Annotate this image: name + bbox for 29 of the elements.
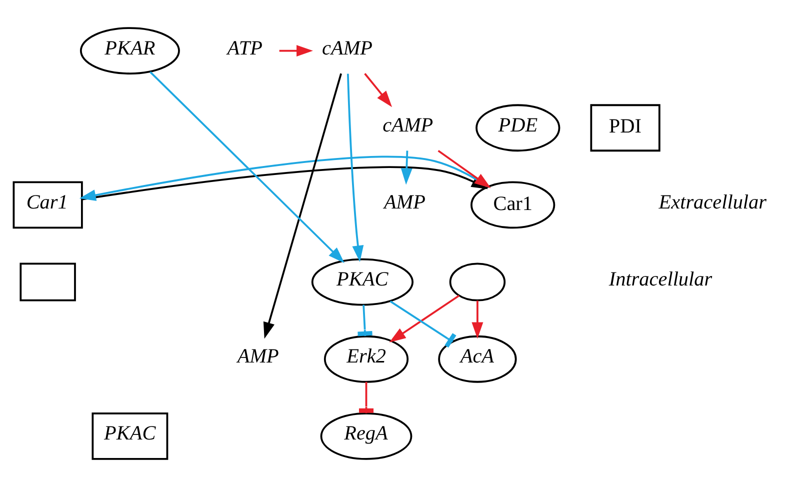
arrow [263, 72, 342, 338]
arrow [279, 44, 313, 56]
node-ellipse: AcA [438, 334, 517, 382]
arrow [346, 73, 364, 262]
arrow [400, 150, 412, 184]
node-ellipse: PKAR [80, 26, 180, 74]
node-text: cAMP [382, 114, 434, 136]
node-box: Car1 [12, 180, 83, 228]
node-text: cAMP [322, 36, 373, 59]
node-box: PKAC [92, 412, 168, 460]
node-box: PDI [590, 104, 660, 152]
connector [390, 300, 456, 348]
node-ellipse: PDE [476, 104, 560, 152]
arrow [150, 70, 344, 263]
node-box [20, 262, 76, 301]
arrow [389, 294, 460, 342]
node-text: AMP [237, 345, 279, 368]
label: Intracellular [608, 268, 712, 290]
node-ellipse: Car1 [470, 180, 556, 228]
node-text: AMP [384, 191, 426, 213]
arrow [364, 72, 392, 107]
node-ellipse: PKAC [311, 258, 414, 306]
connector [358, 304, 372, 336]
arrow [472, 300, 484, 338]
label: Extracellular [658, 191, 767, 213]
node-ellipse: Erk2 [324, 334, 409, 382]
node-circle [449, 262, 506, 301]
node-ellipse: RegA [320, 412, 412, 460]
node-text: ATP [227, 36, 262, 59]
